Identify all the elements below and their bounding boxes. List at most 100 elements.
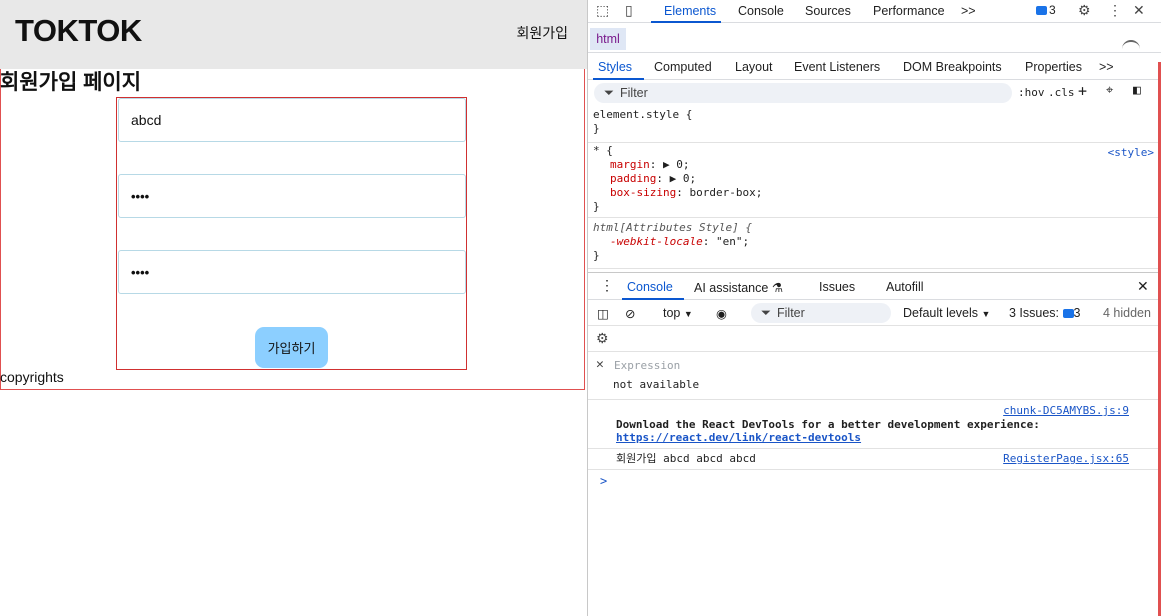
logo[interactable]: TOKTOK (15, 13, 142, 48)
resize-indicator (1158, 62, 1161, 616)
val-margin[interactable]: : ▶ 0; (649, 158, 690, 171)
react-devtools-link[interactable]: https://react.dev/link/react-devtools (616, 431, 862, 444)
console-filter-placeholder: Filter (777, 306, 805, 320)
tab-layout[interactable]: Layout (735, 60, 773, 74)
log-source-link[interactable]: RegisterPage.jsx:65 (1003, 452, 1129, 465)
drawer-tab-autofill[interactable]: Autofill (886, 280, 924, 294)
devtools-message: Download the React DevTools for a better… (616, 418, 1040, 431)
styles-tab-indicator (593, 78, 644, 80)
signup-link[interactable]: 회원가입 (516, 25, 568, 41)
tab-console[interactable]: Console (738, 4, 784, 18)
element-style-rule[interactable]: element.style { } (588, 108, 1158, 143)
sidebar-toggle-icon[interactable]: ◫ (597, 307, 609, 321)
chevron-down-icon: ▼ (683, 309, 693, 319)
attributes-style-rule[interactable]: html[Attributes Style] { -webkit-locale:… (588, 221, 1158, 269)
close-drawer-icon[interactable]: ✕ (1137, 278, 1149, 294)
new-rule-icon[interactable]: + (1078, 82, 1088, 100)
more-options-icon[interactable]: ⋮ (1108, 2, 1122, 18)
username-input[interactable]: abcd (118, 98, 466, 142)
universal-rule[interactable]: * { margin: ▶ 0; padding: ▶ 0; box-sizin… (588, 144, 1158, 218)
selector-element-style: element.style { (593, 108, 693, 121)
tab-computed[interactable]: Computed (654, 60, 712, 74)
drawer-tab-ai-assistance[interactable]: AI assistance ⚗ (694, 280, 783, 295)
devtools-main-toolbar: ⬚ ▯ Elements Console Sources Performance… (588, 0, 1161, 23)
tab-event-listeners[interactable]: Event Listeners (794, 60, 881, 74)
context-selector[interactable]: top ▼ (663, 306, 693, 320)
style-source-link[interactable]: <style> (1107, 146, 1154, 159)
live-expression[interactable]: ✕ Expression not available (588, 352, 1161, 400)
drawer-tab-issues[interactable]: Issues (819, 280, 856, 294)
selector-universal: * { (593, 144, 613, 157)
flask-icon: ⚗ (771, 281, 784, 295)
selector-attributes-style: html[Attributes Style] { (593, 221, 752, 234)
gear-icon[interactable]: ⚙ (1078, 2, 1091, 18)
log-levels-dropdown[interactable]: Default levels ▼ (903, 306, 990, 320)
log-source-link[interactable]: chunk-DC5AMYBS.js:9 (1003, 404, 1129, 417)
console-log-devtools: chunk-DC5AMYBS.js:9 Download the React D… (588, 401, 1161, 449)
paint-icon[interactable]: ⌖ (1106, 83, 1114, 98)
log-levels-label: Default levels (903, 306, 979, 320)
issues-counter[interactable]: 3 Issues: 3 (1009, 306, 1080, 320)
page-title: 회원가입 페이지 (0, 71, 142, 94)
tab-styles[interactable]: Styles (598, 60, 633, 74)
more-tabs-icon[interactable]: >> (961, 4, 976, 18)
expression-value: not available (613, 378, 700, 391)
tab-sources[interactable]: Sources (805, 4, 851, 18)
hov-button[interactable]: :hov (1018, 86, 1045, 99)
sidebar-toggle-icon[interactable] (1122, 40, 1140, 50)
console-log-register: 회원가입 abcd abcd abcd RegisterPage.jsx:65 (588, 450, 1161, 470)
val-webkit-locale: : "en"; (702, 235, 750, 248)
tab-dom-breakpoints[interactable]: DOM Breakpoints (903, 60, 1002, 74)
eye-icon[interactable]: ◉ (716, 307, 727, 321)
chevron-down-icon: ▼ (981, 309, 991, 319)
elements-breadcrumb-bar: html (588, 24, 1161, 53)
tab-properties[interactable]: Properties (1025, 60, 1082, 74)
filter-icon: ⏷ (604, 85, 615, 100)
gear-icon[interactable]: ⚙ (596, 330, 609, 346)
close-icon[interactable]: ✕ (1133, 2, 1145, 18)
expression-label[interactable]: Expression (614, 359, 681, 372)
filter-placeholder: Filter (620, 86, 648, 100)
messages-badge[interactable]: 3 (1036, 3, 1056, 17)
console-filter-input[interactable]: ⏷ Filter (751, 303, 891, 323)
rule-close: } (593, 122, 600, 135)
prop-margin[interactable]: margin (610, 158, 650, 171)
cls-button[interactable]: .cls (1048, 86, 1075, 99)
tab-elements[interactable]: Elements (664, 4, 717, 18)
device-toolbar-icon[interactable]: ▯ (625, 2, 633, 18)
ai-assistance-label: AI assistance (694, 281, 769, 295)
devtools-panel: ⬚ ▯ Elements Console Sources Performance… (587, 0, 1161, 616)
styles-pane-tabs: Styles Computed Layout Event Listeners D… (588, 53, 1161, 80)
prop-box-sizing[interactable]: box-sizing (610, 186, 677, 199)
styles-filter-input[interactable]: ⏷ Filter (594, 83, 1012, 103)
styles-filter-row: ⏷ Filter :hov .cls + ⌖ ◧ (588, 80, 1161, 106)
password-input[interactable]: •••• (118, 174, 466, 218)
clear-console-icon[interactable]: ⊘ (625, 307, 636, 321)
breadcrumb-html[interactable]: html (590, 28, 626, 50)
sidebar-pane-icon[interactable]: ◧ (1133, 83, 1141, 98)
prop-webkit-locale: -webkit-locale (610, 235, 703, 248)
more-styles-tabs-icon[interactable]: >> (1099, 60, 1114, 74)
rule-close: } (593, 200, 600, 213)
tab-performance[interactable]: Performance (873, 4, 945, 18)
filter-icon: ⏷ (761, 305, 772, 320)
console-prompt[interactable]: > (600, 474, 608, 488)
prop-padding[interactable]: padding (610, 172, 657, 185)
drawer-menu-icon[interactable]: ⋮ (600, 277, 614, 293)
password-confirm-input[interactable]: •••• (118, 250, 466, 294)
val-box-sizing[interactable]: : border-box; (676, 186, 763, 199)
val-padding[interactable]: : ▶ 0; (656, 172, 697, 185)
remove-expression-icon[interactable]: ✕ (596, 357, 604, 372)
issues-count: 3 (1073, 306, 1081, 320)
context-label: top (663, 306, 681, 320)
console-settings-row: ⚙ (588, 326, 1161, 352)
drawer-tab-console[interactable]: Console (627, 280, 673, 294)
page-frame (0, 69, 585, 390)
signup-submit-button[interactable]: 가입하기 (255, 327, 328, 368)
app-page: TOKTOK 회원가입 회원가입 페이지 abcd •••• •••• 가입하기… (0, 0, 587, 390)
console-drawer-tabs: ⋮ Console AI assistance ⚗ Issues Autofil… (588, 272, 1161, 300)
register-message: 회원가입 abcd abcd abcd (616, 452, 756, 465)
inspect-element-icon[interactable]: ⬚ (596, 2, 610, 18)
app-header: TOKTOK 회원가입 (0, 0, 587, 69)
footer-copyrights: copyrights (0, 369, 64, 385)
